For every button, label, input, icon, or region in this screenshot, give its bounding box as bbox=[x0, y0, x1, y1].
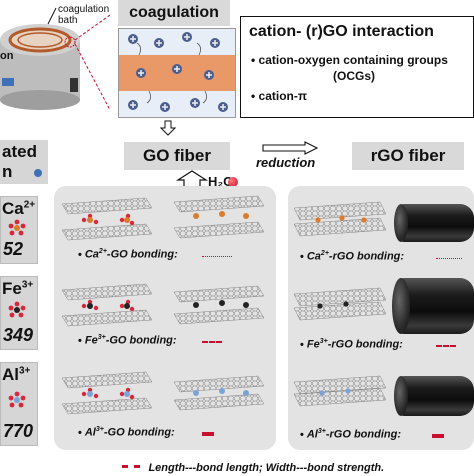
ion-number-ca: 52 bbox=[3, 239, 24, 259]
go-ca-ion: Ca bbox=[84, 248, 99, 261]
ion-charge-al: 3+ bbox=[19, 365, 31, 377]
rgo-al-charge: 3+ bbox=[317, 428, 326, 435]
rgo-fiber-fe bbox=[400, 278, 474, 334]
go-fe-sheets bbox=[61, 283, 265, 327]
rgo-al-ion: Al bbox=[306, 428, 318, 441]
go-fe-charge: 3+ bbox=[97, 334, 106, 341]
reduction-arrow-icon bbox=[262, 141, 319, 160]
ion-card-al: Al3+ 770 bbox=[0, 362, 38, 446]
interaction-box: cation- (r)GO interaction • cation-oxyge… bbox=[240, 16, 474, 118]
rgo-fe-charge: 3+ bbox=[319, 338, 328, 345]
ion-number-fe: 349 bbox=[3, 325, 34, 345]
legend: Length---bond length; Width---bond stren… bbox=[122, 458, 384, 476]
coagulation-bath-setup: coagulation bath on bbox=[0, 0, 111, 118]
ca-cluster-icon bbox=[8, 219, 26, 236]
interaction-title: cation- (r)GO interaction bbox=[249, 23, 434, 40]
interaction-item-pi: • cation-π bbox=[251, 89, 308, 103]
rgo-al-text: -rGO bonding: bbox=[325, 428, 401, 441]
go-ca-text: -GO bonding: bbox=[106, 248, 178, 261]
sidebar-title-line2: n bbox=[2, 162, 13, 181]
fe-cluster-icon bbox=[8, 301, 26, 318]
rgo-ca-charge: 2+ bbox=[320, 250, 329, 257]
sidebar-title-line1: ated bbox=[2, 142, 37, 161]
ion-symbol-ca: Ca bbox=[2, 199, 24, 218]
setup-cut-label: on bbox=[0, 50, 14, 62]
legend-bond-swatch bbox=[122, 465, 140, 469]
go-al-sheets bbox=[61, 371, 265, 415]
go-al-ion: Al bbox=[84, 426, 96, 439]
al-cluster-icon bbox=[8, 391, 26, 408]
go-fe-bond-line bbox=[202, 341, 222, 343]
ion-number-al: 770 bbox=[3, 421, 34, 441]
go-al-bonding-label: •Al3+-GO bonding: bbox=[78, 426, 175, 439]
rgo-fiber-title: rGO fiber bbox=[352, 142, 464, 170]
go-al-bond-line bbox=[202, 432, 214, 436]
coagulation-schematic bbox=[118, 28, 236, 118]
rgo-fe-text: -rGO bonding: bbox=[327, 338, 403, 351]
ion-charge-fe: 3+ bbox=[21, 279, 34, 291]
interaction-item-ocg-abbrev: (OCGs) bbox=[333, 69, 375, 83]
go-sheets-graphic bbox=[61, 195, 265, 415]
interaction-item-ocg-label: cation-oxygen containing groups bbox=[258, 53, 448, 67]
ion-symbol-fe: Fe bbox=[2, 279, 22, 298]
ion-symbol-al: Al bbox=[2, 365, 19, 384]
go-ca-bonding-label: •Ca2+-GO bonding: bbox=[78, 248, 178, 261]
rgo-fiber-ca-end bbox=[394, 204, 408, 242]
go-ca-bond-line bbox=[202, 256, 232, 257]
go-fe-text: -GO bonding: bbox=[105, 334, 177, 347]
go-fe-bonding-label: •Fe3+-GO bonding: bbox=[78, 334, 177, 347]
go-ca-sheets bbox=[61, 195, 265, 241]
ion-card-fe: Fe3+ 349 bbox=[0, 276, 38, 350]
ion-charge-ca: 2+ bbox=[23, 199, 36, 211]
legend-text: Length---bond length; Width---bond stren… bbox=[148, 462, 385, 474]
go-ca-charge: 2+ bbox=[98, 248, 107, 255]
ion-card-ca: Ca2+ 52 bbox=[0, 196, 38, 264]
go-fiber-panel: •Ca2+-GO bonding: •Fe3+-GO bonding: •Al3… bbox=[54, 186, 276, 450]
water-molecule-icon bbox=[228, 177, 238, 187]
rgo-fiber-ca bbox=[400, 204, 474, 242]
rgo-fiber-al bbox=[400, 376, 474, 416]
coagulation-title: coagulation bbox=[118, 0, 230, 26]
rgo-al-bonding-label: •Al3+-rGO bonding: bbox=[300, 428, 401, 441]
rgo-sheets-graphic bbox=[293, 201, 387, 407]
go-al-text: -GO bonding: bbox=[103, 426, 175, 439]
coagulation-bath-label: coagulation bath bbox=[58, 4, 110, 26]
rgo-fe-bonding-label: •Fe3+-rGO bonding: bbox=[300, 338, 403, 351]
rgo-fe-bond-line bbox=[436, 345, 456, 347]
rgo-fiber-al-end bbox=[394, 376, 408, 416]
rgo-ca-bond-line bbox=[436, 258, 462, 259]
rgo-fiber-panel: •Ca2+-rGO bonding: •Fe3+-rGO bonding: •A… bbox=[288, 186, 474, 450]
go-fe-ion: Fe bbox=[84, 334, 98, 347]
ion-dot-icon bbox=[34, 169, 42, 177]
rgo-fe-ion: Fe bbox=[306, 338, 320, 351]
rgo-ca-bonding-label: •Ca2+-rGO bonding: bbox=[300, 250, 405, 263]
reduction-label: reduction bbox=[256, 155, 316, 170]
water-label: H₂O bbox=[208, 174, 234, 189]
down-arrow-icon bbox=[159, 120, 177, 141]
coagulation-bath-illustration bbox=[0, 7, 111, 111]
rgo-al-bond-line bbox=[432, 434, 444, 438]
go-fiber-title: GO fiber bbox=[124, 142, 230, 170]
rgo-ca-text: -rGO bonding: bbox=[328, 250, 405, 263]
sidebar-title: ated n bbox=[0, 140, 48, 184]
coagulation-schematic-graphic bbox=[119, 32, 235, 112]
rgo-fiber-fe-end bbox=[392, 278, 410, 334]
interaction-item-ocg: • cation-oxygen containing groups bbox=[251, 53, 448, 67]
interaction-item-pi-label: cation-π bbox=[258, 89, 308, 103]
go-al-charge: 3+ bbox=[95, 426, 104, 433]
rgo-ca-ion: Ca bbox=[306, 250, 321, 263]
